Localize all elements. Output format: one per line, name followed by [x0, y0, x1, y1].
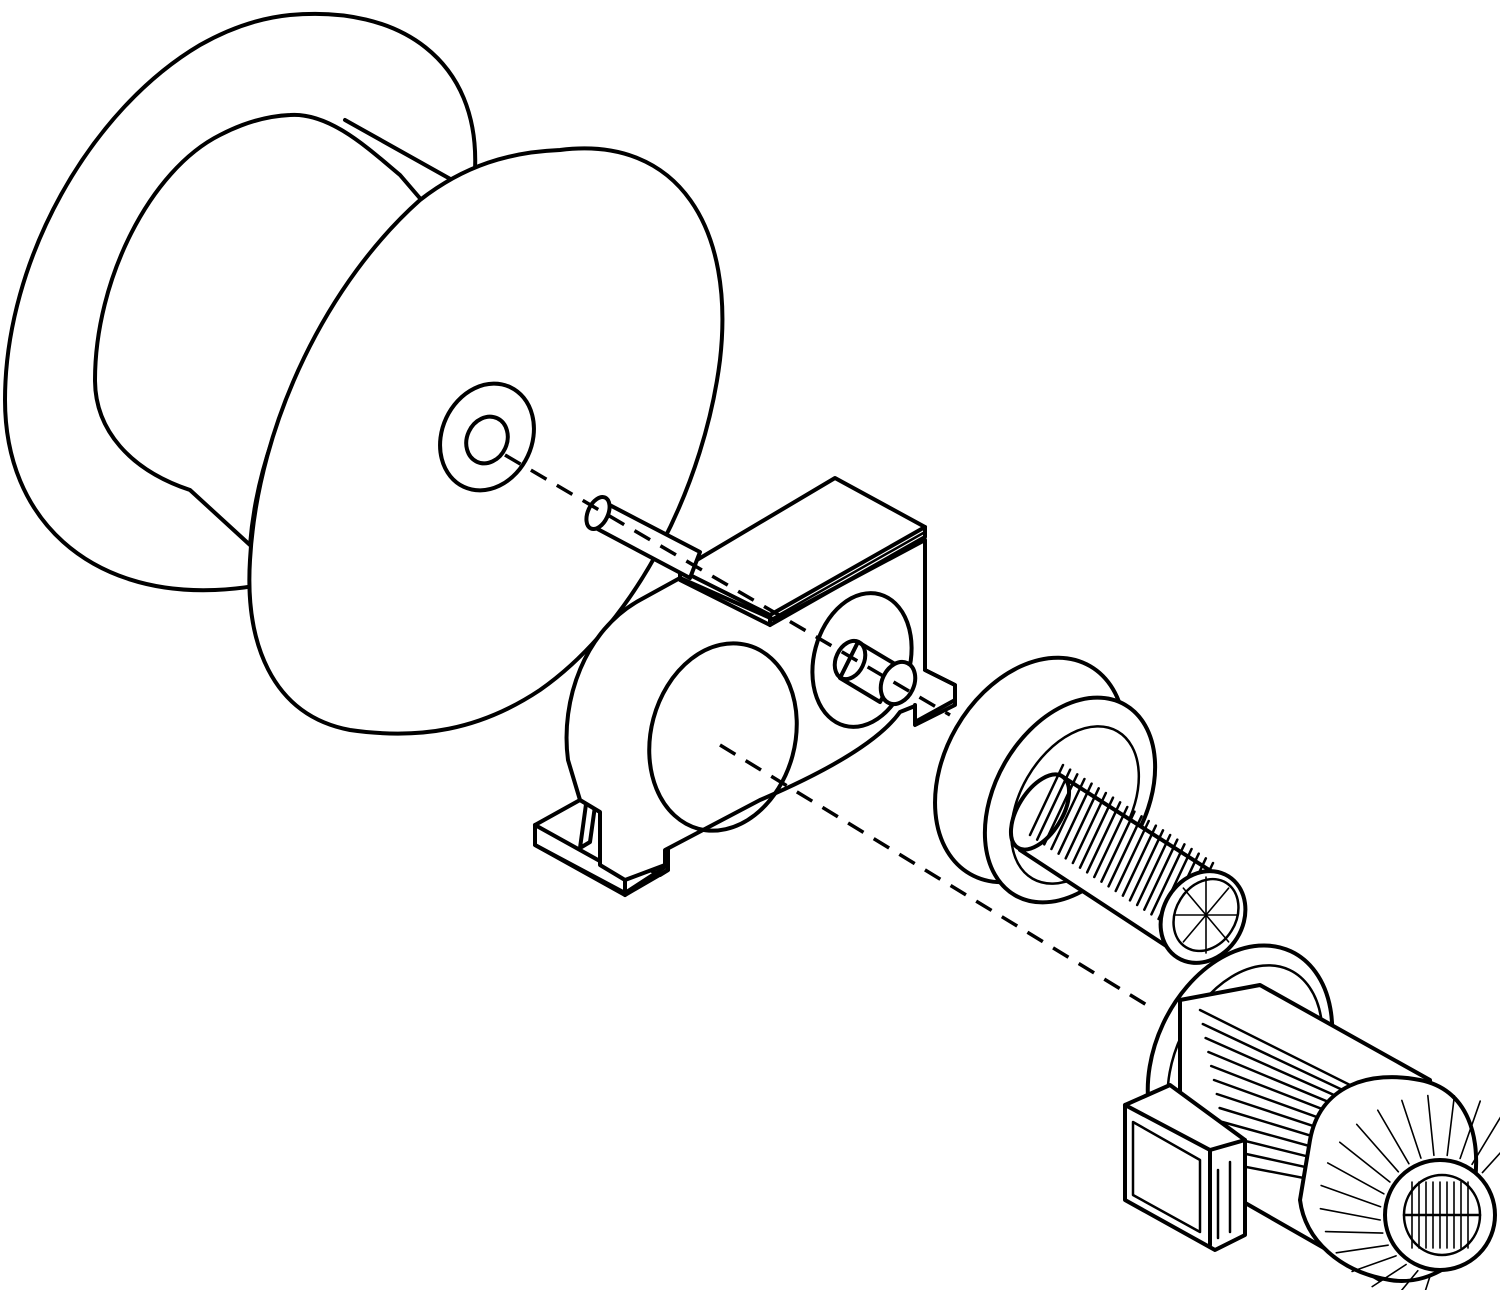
spline-tooth: [1143, 838, 1179, 911]
spline-tooth: [1028, 763, 1065, 837]
spline-tooth: [1121, 824, 1158, 897]
fan-cover-rib: [1335, 1244, 1389, 1254]
centerline-gearbox-motor: [719, 743, 1156, 1012]
fan-cover-rib: [1481, 1151, 1500, 1174]
splined-shaft-icon: [1008, 763, 1248, 965]
spline-tooth: [1135, 833, 1172, 907]
fan-cover-rib: [1338, 1141, 1391, 1183]
fan-cover-rib: [1319, 1207, 1382, 1221]
fan-cover-rib: [1401, 1099, 1422, 1159]
gearbox-housing: [533, 476, 957, 897]
spline-tooth: [1050, 777, 1086, 851]
input-shaft-icon: [832, 638, 918, 707]
fan-cover-rib: [1471, 1116, 1500, 1166]
spline-tooth: [1107, 815, 1143, 888]
spline-tooth: [1064, 787, 1100, 860]
fan-cover-rib: [1351, 1255, 1397, 1273]
shaft-end-spoke: [1205, 887, 1230, 916]
spline-tooth: [1128, 829, 1165, 902]
spline-tooth: [1150, 843, 1186, 916]
shaft-end-spoke: [1182, 914, 1207, 943]
gearbox-right-foot: [913, 668, 957, 727]
spline-tooth: [1071, 791, 1108, 865]
assembly-center-lines: [504, 453, 1156, 1012]
fan-cover-rib: [1459, 1100, 1482, 1160]
terminal-box-icon: [1123, 1083, 1247, 1252]
shaft-end-spoke: [1205, 914, 1230, 943]
fan-cover-rib: [1326, 1162, 1385, 1195]
spline-tooth: [1057, 782, 1093, 855]
fan-cover-rib: [1355, 1123, 1400, 1173]
fan-cover-rib: [1371, 1263, 1407, 1288]
spline-tooth: [1043, 773, 1079, 846]
fan-cover-rib: [1376, 1109, 1410, 1165]
fan-cover-rib: [1324, 1230, 1384, 1234]
shaft-end-spoke: [1182, 887, 1207, 916]
spline-tooth: [1100, 810, 1136, 883]
spline-tooth: [1114, 819, 1150, 893]
fan-cover-rib: [1400, 1269, 1419, 1290]
fan-cover-rib: [1320, 1184, 1382, 1208]
gearbox-output-bore: [647, 641, 799, 833]
gearbox-cover-line: [768, 530, 927, 622]
gearbox-cover-side: [768, 525, 927, 627]
drum-hub-icon: [438, 381, 536, 493]
electric-motor: [1123, 943, 1500, 1290]
spline-tooth: [1093, 805, 1129, 879]
spline-tooth: [1035, 768, 1072, 841]
fan-cover-rib: [1424, 1273, 1432, 1290]
drum-core: [93, 112, 432, 547]
centerline-drum-gearbox: [504, 453, 951, 717]
spline-tooth: [1085, 801, 1122, 874]
spline-tooth: [1078, 796, 1115, 869]
cable-reel-drum: [3, 11, 725, 736]
coupling-adapter: [933, 655, 1248, 965]
fan-cover-rib: [1446, 1094, 1456, 1157]
fan-cover-rib: [1427, 1094, 1435, 1157]
